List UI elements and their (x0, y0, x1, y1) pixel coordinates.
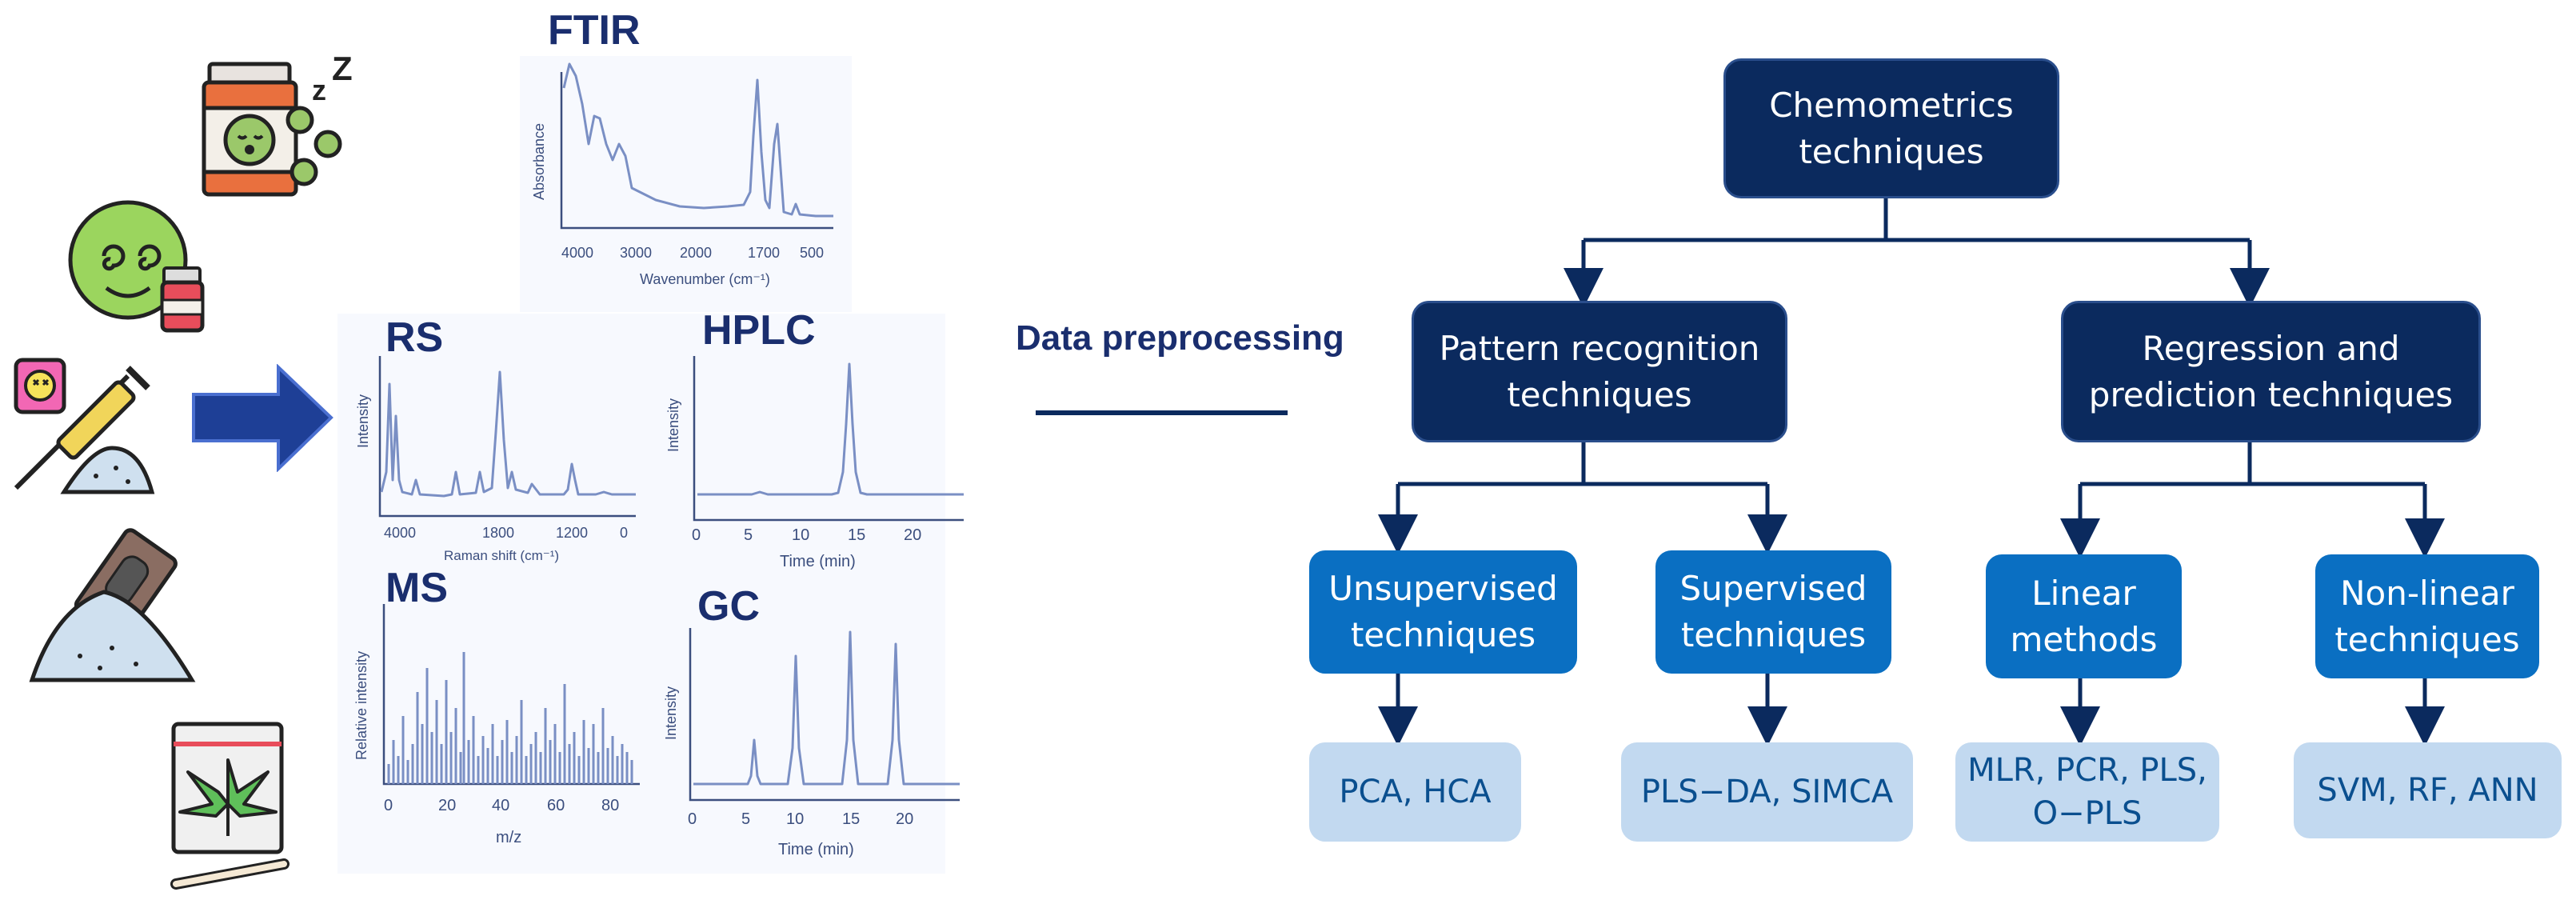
ftir-tick: 3000 (620, 245, 652, 261)
preprocessing-underline (1036, 410, 1288, 415)
gc-tick: 15 (842, 810, 860, 828)
hplc-curve (697, 362, 964, 496)
rs-ylabel: Intensity (355, 394, 371, 448)
ms-bars (387, 652, 633, 784)
ftir-title: FTIR (548, 7, 641, 54)
linear-methods-box: Linear methods (1986, 554, 2182, 678)
ftir-tick: 1700 (748, 245, 780, 261)
ms-tick: 80 (601, 797, 619, 814)
regression-prediction-box: Regression and prediction techniques (2061, 301, 2481, 442)
svg-text:Z: Z (332, 50, 353, 87)
rs-plot: Intensity 4000 1800 1200 0 Raman shift (… (355, 356, 636, 563)
unsupervised-techniques-box: Unsupervised techniques (1309, 550, 1577, 674)
svm-rf-ann-box: SVM, RF, ANN (2294, 742, 2562, 838)
sleeping-pill-bottle-icon: z Z (202, 50, 353, 197)
hplc-tick: 15 (848, 526, 865, 544)
gc-tick: 20 (896, 810, 913, 828)
hplc-tick: 5 (744, 526, 753, 544)
svg-text:z: z (312, 74, 326, 106)
ftir-tick: 4000 (561, 245, 593, 261)
syringe-powder-icon (14, 358, 155, 494)
hplc-tick: 10 (792, 526, 809, 544)
dizzy-face-icon (68, 200, 205, 333)
gc-tick: 5 (741, 810, 750, 828)
pca-hca-box: PCA, HCA (1309, 742, 1521, 842)
cannabis-bag-icon (170, 722, 290, 890)
gc-title: GC (697, 583, 760, 630)
ms-ylabel: Relative intensity (353, 651, 369, 760)
gc-ylabel: Intensity (663, 686, 679, 740)
ftir-tick: 2000 (680, 245, 712, 261)
ms-tick: 60 (547, 797, 565, 814)
rs-tick: 0 (620, 525, 628, 541)
ms-xlabel: m/z (496, 829, 521, 846)
non-linear-techniques-box: Non-linear techniques (2315, 554, 2539, 678)
gc-curve (693, 630, 960, 786)
gc-xlabel: Time (min) (778, 841, 854, 858)
gc-tick: 0 (688, 810, 697, 828)
rs-xlabel: Raman shift (cm⁻¹) (444, 548, 559, 563)
ftir-xlabel: Wavenumber (cm⁻¹) (640, 271, 770, 287)
rs-title: RS (385, 314, 444, 361)
rs-tick: 4000 (384, 525, 416, 541)
razor-powder-icon (29, 528, 196, 682)
hplc-tick: 20 (904, 526, 921, 544)
ftir-tick: 500 (800, 245, 824, 261)
supervised-techniques-box: Supervised techniques (1655, 550, 1891, 674)
hplc-tick: 0 (692, 526, 701, 544)
ms-plot: Relative intensity 0 20 40 60 80 m/z (353, 604, 640, 846)
rs-tick: 1200 (556, 525, 588, 541)
ms-tick: 0 (384, 797, 393, 814)
ftir-plot: Absorbance 4000 3000 2000 1700 500 Waven… (531, 62, 833, 287)
ms-tick: 20 (438, 797, 456, 814)
hplc-plot: Intensity 0 5 10 15 20 Time (min) (665, 356, 964, 570)
mlr-pcr-pls-box: MLR, PCR, PLS, O−PLS (1955, 742, 2219, 842)
plsda-simca-box: PLS−DA, SIMCA (1621, 742, 1913, 842)
hplc-xlabel: Time (min) (780, 553, 856, 570)
gc-tick: 10 (786, 810, 804, 828)
ftir-ylabel: Absorbance (531, 123, 547, 200)
rs-curve (380, 370, 636, 498)
pattern-recognition-box: Pattern recognition techniques (1412, 301, 1787, 442)
hplc-title: HPLC (702, 307, 816, 354)
arrow-right-icon (192, 364, 333, 472)
rs-tick: 1800 (482, 525, 514, 541)
gc-plot: Intensity 0 5 10 15 20 Time (min) (663, 628, 960, 858)
chemometrics-techniques-box: Chemometrics techniques (1723, 58, 2059, 198)
ms-title: MS (385, 565, 448, 611)
data-preprocessing-label: Data preprocessing (1016, 318, 1344, 358)
ftir-curve (562, 62, 833, 218)
hplc-ylabel: Intensity (665, 398, 681, 452)
ms-tick: 40 (492, 797, 509, 814)
